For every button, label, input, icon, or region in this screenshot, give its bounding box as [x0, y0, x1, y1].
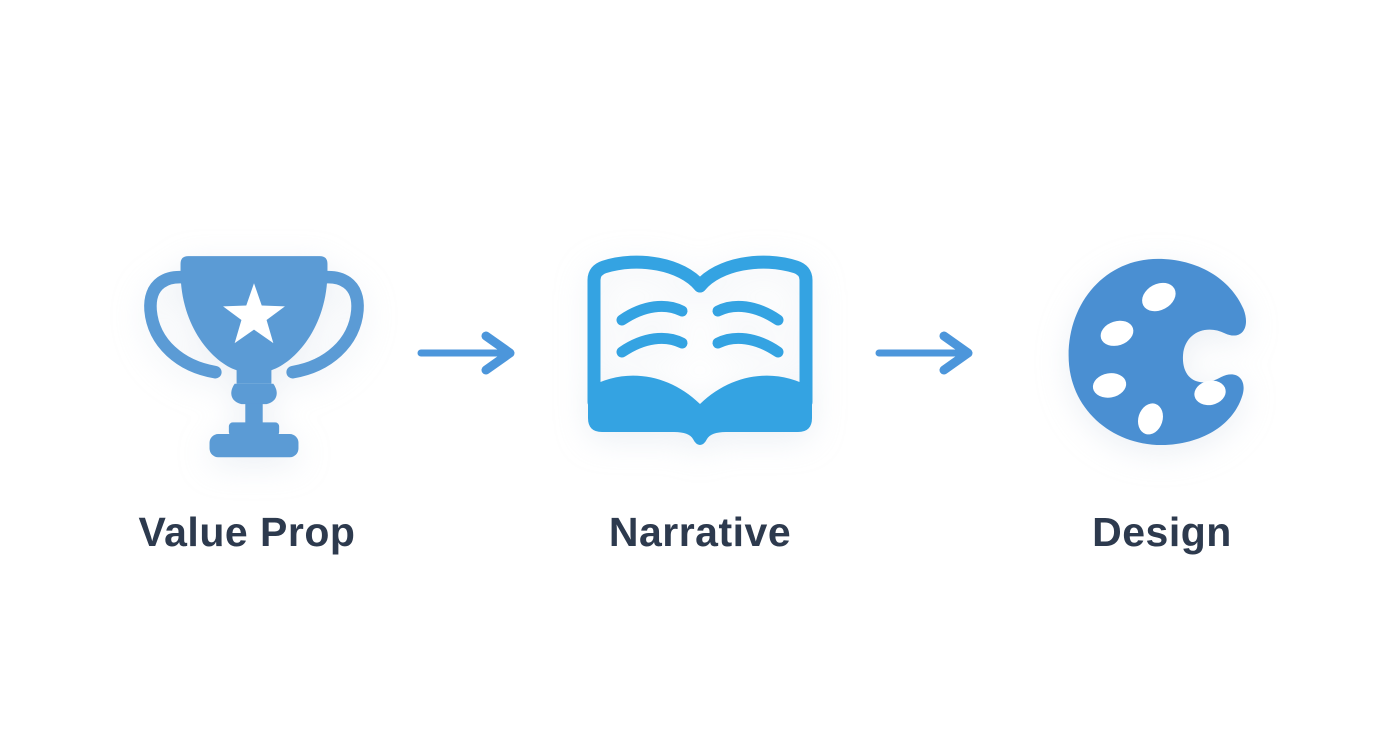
paint-palette-icon — [1050, 236, 1264, 466]
step-label-narrative: Narrative — [608, 509, 792, 555]
right-arrow-icon — [872, 330, 982, 376]
trophy-icon — [138, 226, 370, 470]
step-label-value-prop: Value Prop — [138, 509, 356, 555]
right-arrow-icon — [414, 330, 524, 376]
open-book-icon — [560, 240, 840, 470]
step-label-design: Design — [1092, 509, 1232, 555]
